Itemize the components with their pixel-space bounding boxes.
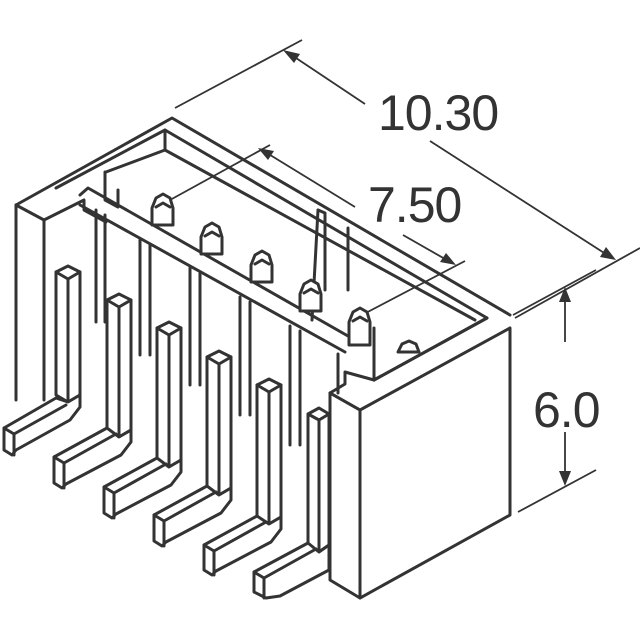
dimension-label-pin-span: 7.50 bbox=[368, 177, 462, 233]
pin-tip-3 bbox=[249, 249, 274, 284]
pin-tips bbox=[150, 192, 421, 354]
pin-1 bbox=[2, 208, 107, 457]
pin-tip-4 bbox=[298, 278, 323, 313]
dimension-label-height: 6.0 bbox=[533, 382, 601, 438]
dimension-label-length: 10.30 bbox=[378, 85, 499, 141]
pin-tip-2 bbox=[199, 221, 224, 256]
pins bbox=[2, 208, 340, 600]
pin-4 bbox=[152, 295, 252, 548]
dimension-10-30 bbox=[174, 39, 640, 319]
pin-5 bbox=[202, 324, 302, 577]
dimension-6-0 bbox=[512, 269, 597, 513]
connector-housing bbox=[14, 116, 512, 600]
pin-tip-6 bbox=[396, 339, 421, 354]
pin-6 bbox=[252, 352, 340, 600]
dimension-7-50 bbox=[169, 144, 466, 317]
pin-2 bbox=[52, 238, 152, 490]
pin-3 bbox=[102, 266, 202, 520]
pin-tip-5 bbox=[347, 306, 372, 347]
pin-tip-1 bbox=[150, 192, 175, 227]
pin-retainer-bar bbox=[78, 186, 357, 354]
